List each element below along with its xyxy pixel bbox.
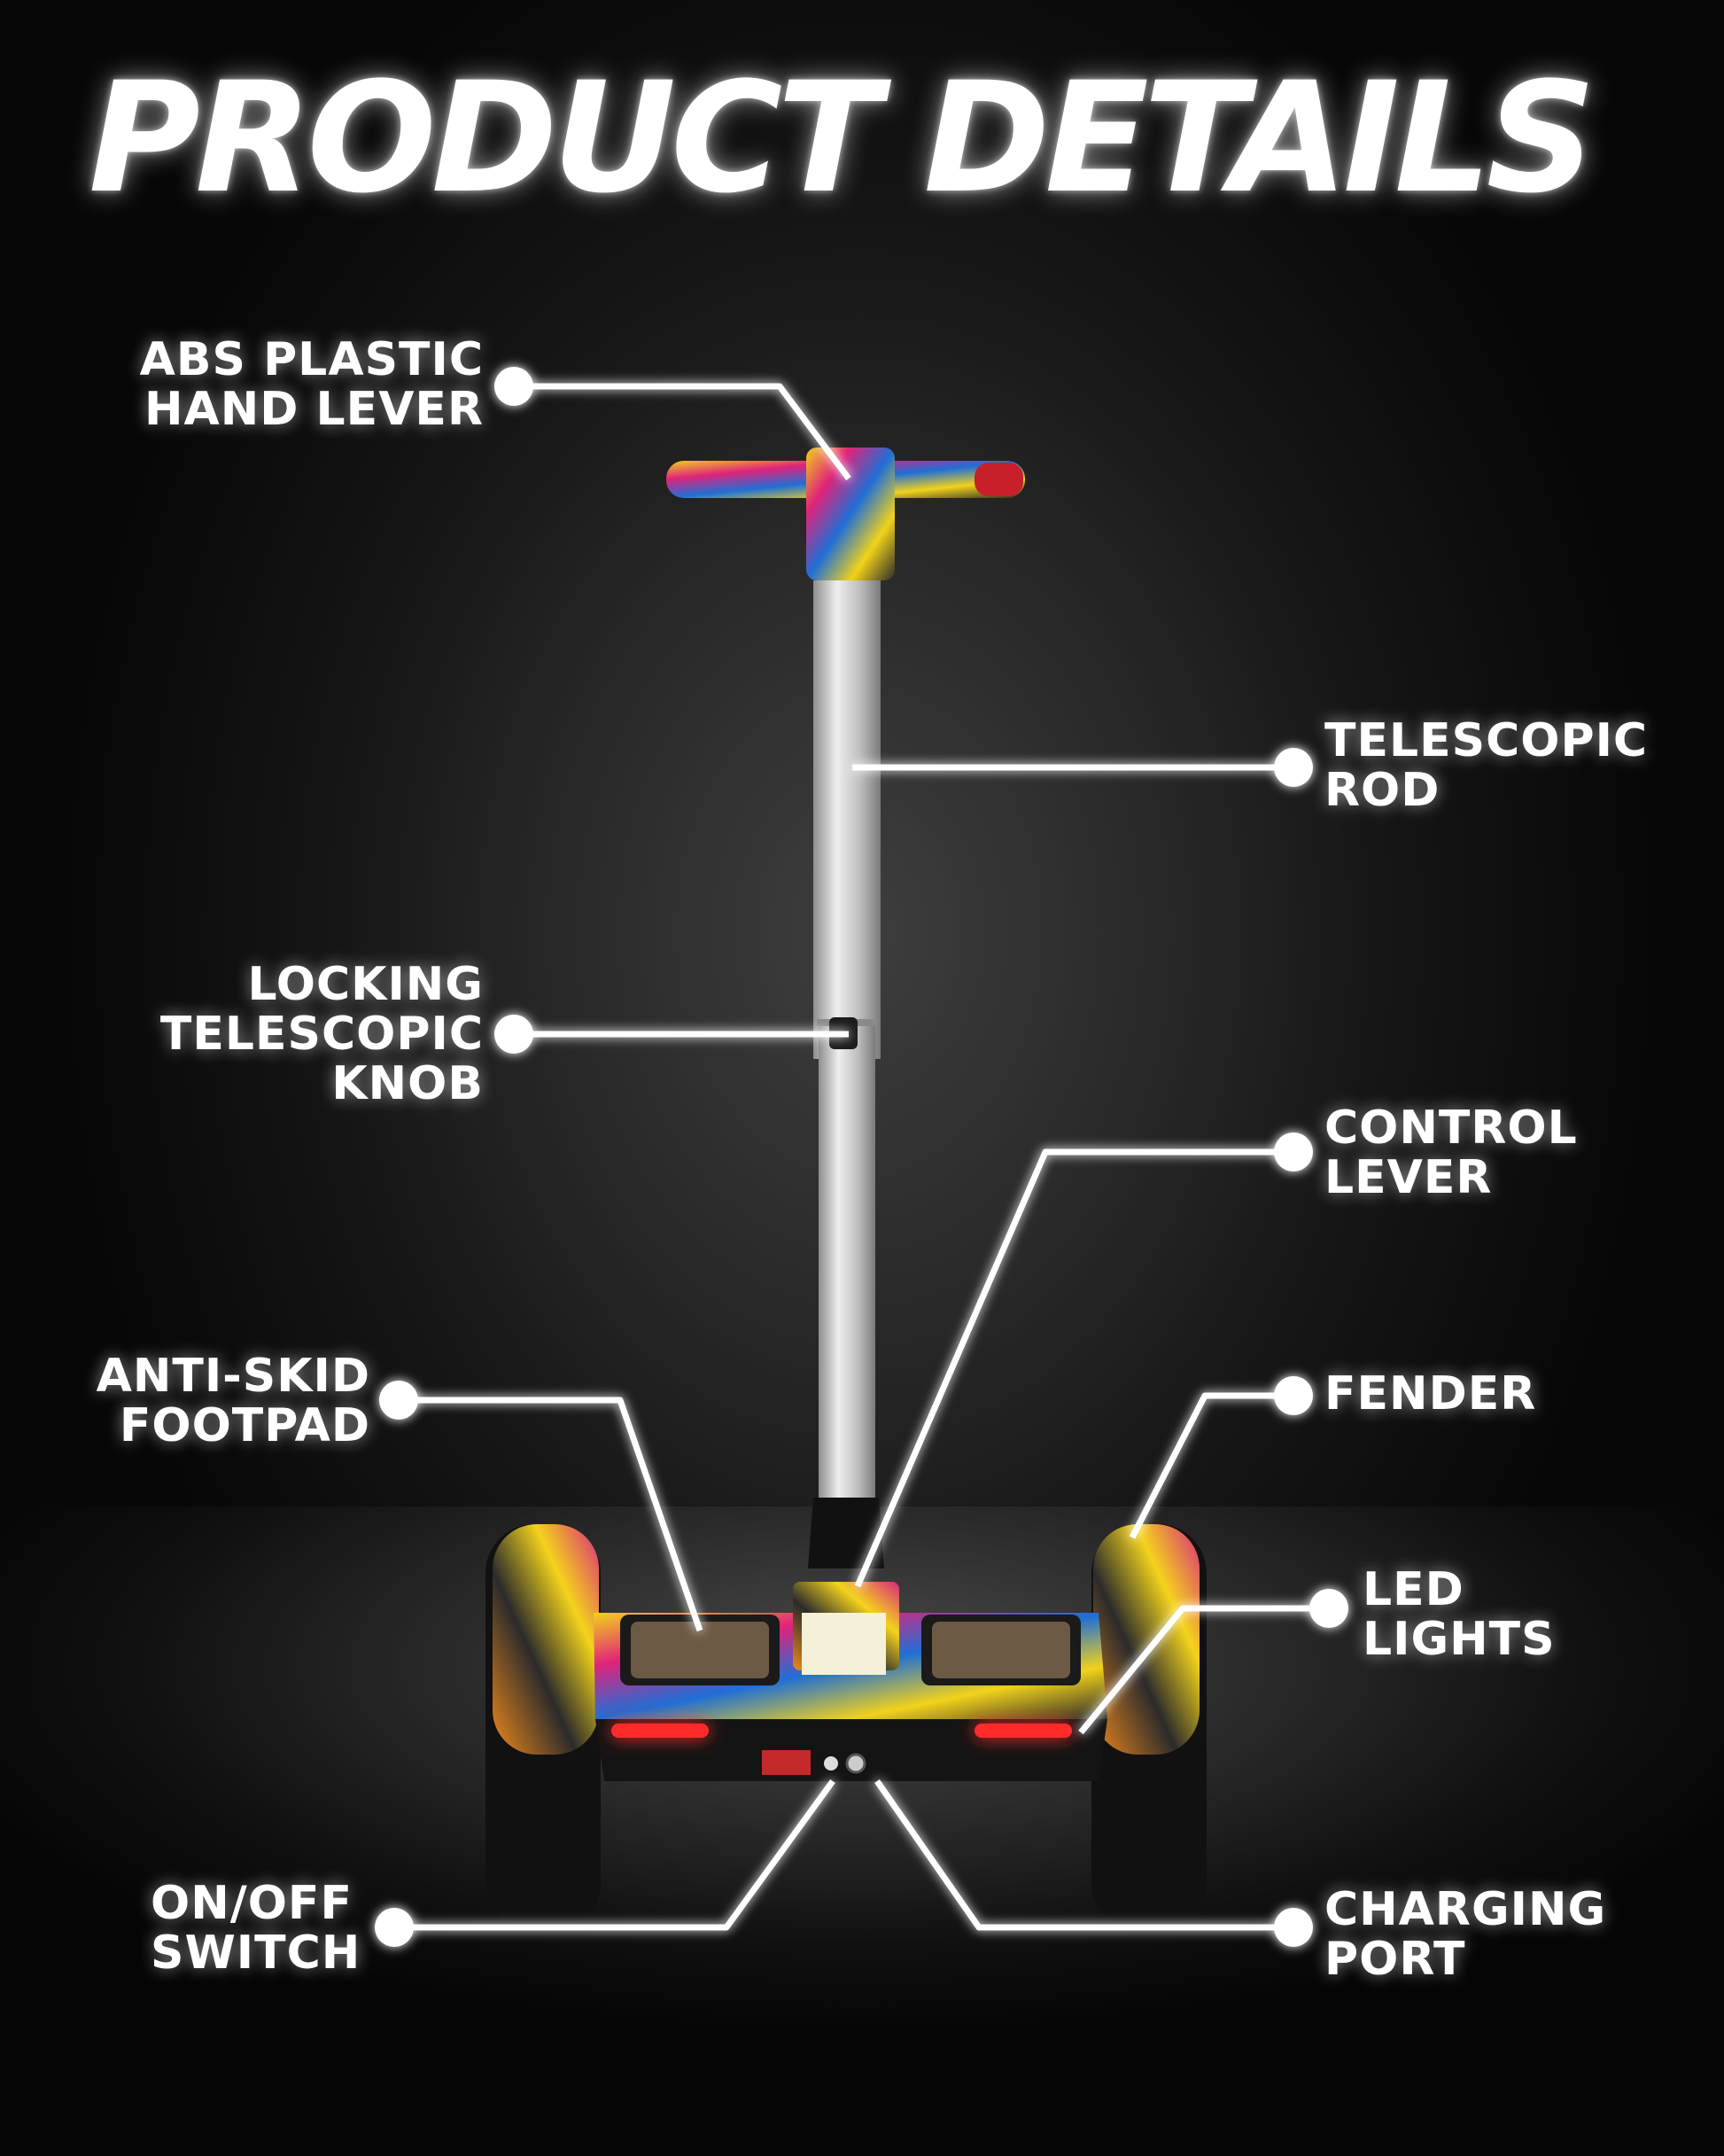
charging-socket bbox=[845, 1753, 866, 1774]
page-title: PRODUCT DETAILS bbox=[89, 49, 1596, 227]
callout-line-led bbox=[1078, 1605, 1329, 1735]
callout-dot-hand-lever bbox=[494, 367, 533, 406]
handlebar bbox=[666, 448, 1025, 580]
right-led-strip bbox=[975, 1724, 1072, 1738]
callout-line-switch bbox=[394, 1779, 835, 1931]
callout-dot-control-lever bbox=[1274, 1132, 1313, 1171]
callout-dots bbox=[375, 367, 1348, 1947]
callout-line-charging-port bbox=[874, 1779, 1293, 1931]
telescopic-rod bbox=[808, 580, 884, 1568]
right-wheel bbox=[1091, 1524, 1207, 1932]
callout-line-footpad bbox=[399, 1397, 703, 1632]
callout-line-control-lever bbox=[854, 1148, 1293, 1588]
callout-lines bbox=[394, 383, 1329, 1931]
badge-sticker bbox=[762, 1750, 811, 1775]
label-locking-telescopic-knob: LOCKING TELESCOPIC KNOB bbox=[159, 958, 484, 1110]
left-wheel bbox=[485, 1524, 601, 1932]
callout-dot-switch bbox=[375, 1908, 414, 1947]
label-telescopic-rod: TELESCOPIC ROD bbox=[1324, 714, 1649, 817]
callout-dot-telescopic-rod bbox=[1274, 748, 1313, 787]
label-fender: FENDER bbox=[1324, 1367, 1537, 1420]
label-charging-port: CHARGING PORT bbox=[1324, 1883, 1607, 1986]
callout-dot-footpad bbox=[379, 1381, 418, 1420]
callout-line-fender bbox=[1129, 1392, 1293, 1539]
label-abs-plastic-hand-lever: ABS PLASTIC HAND LEVER bbox=[139, 333, 484, 436]
callout-dot-fender bbox=[1274, 1376, 1313, 1415]
scooter-body bbox=[594, 1582, 1107, 1781]
label-on-off-switch: ON/OFF SWITCH bbox=[151, 1877, 361, 1980]
callout-dot-led bbox=[1309, 1589, 1348, 1628]
label-control-lever: CONTROL LEVER bbox=[1324, 1101, 1578, 1204]
callout-dot-charging-port bbox=[1274, 1908, 1313, 1947]
label-anti-skid-footpad: ANTI-SKID FOOTPAD bbox=[96, 1350, 370, 1452]
left-led-strip bbox=[611, 1724, 709, 1738]
callout-dot-knob bbox=[494, 1015, 533, 1054]
rod-base-clamp bbox=[808, 1498, 884, 1568]
power-switch bbox=[824, 1756, 838, 1771]
callout-line-hand-lever bbox=[514, 383, 851, 481]
label-led-lights: LED LIGHTS bbox=[1363, 1563, 1556, 1666]
